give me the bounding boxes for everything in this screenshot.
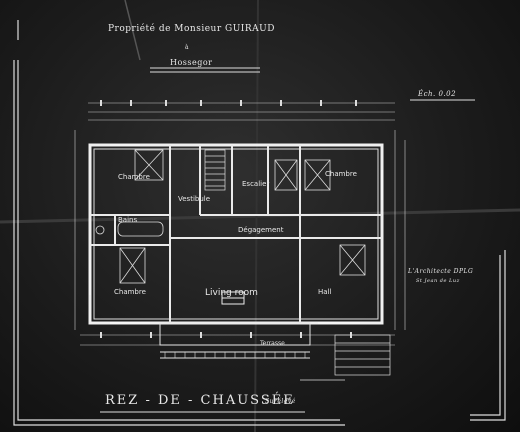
- scale-note: Éch. 0.02: [418, 90, 457, 98]
- entrance-steps: [300, 334, 391, 381]
- room-label-hall: Hall: [318, 288, 332, 296]
- room-label-chambre-nw: Chambre: [118, 173, 150, 181]
- room-label-chambre-ne: Chambre: [325, 170, 357, 178]
- owner-title: Propriété de Monsieur GUIRAUD: [108, 24, 275, 34]
- dimension-lines: [74, 102, 406, 346]
- tear-mark: [124, 0, 141, 61]
- room-label-terrasse: Terrasse: [260, 340, 285, 347]
- frame-border: [13, 20, 506, 426]
- closets: [119, 149, 366, 284]
- windows: [89, 144, 383, 324]
- exterior-walls-inner: [93, 148, 379, 320]
- stair-treads: [204, 149, 226, 191]
- room-label-living: Living room: [205, 288, 258, 298]
- location-title: Hossegor: [170, 58, 213, 67]
- room-label-escalier: Escalier: [242, 180, 270, 188]
- room-label-vestibule: Vestibule: [178, 195, 211, 203]
- title-decoration: [100, 67, 475, 413]
- interior-walls: [90, 145, 382, 323]
- room-label-bains: Bains: [118, 216, 138, 224]
- bath-fixtures: [95, 221, 164, 237]
- fireplace: [221, 291, 245, 305]
- floor-title: REZ - DE - CHAUSSÉE: [105, 393, 295, 408]
- room-label-degagement: Dégagement: [238, 226, 284, 234]
- title-connector: à: [185, 44, 190, 51]
- floor-subtitle: Surélevé: [265, 398, 296, 405]
- terrace-balustrade: [164, 352, 306, 358]
- room-label-chambre-sw: Chambre: [114, 288, 146, 296]
- architect-location: St Jean de Luz: [416, 278, 460, 284]
- architect-signature: L'Architecte DPLG: [408, 268, 474, 275]
